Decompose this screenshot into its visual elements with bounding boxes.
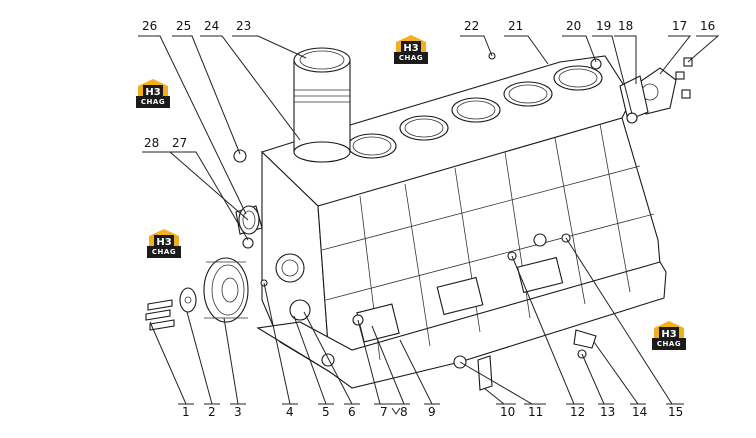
callout-14: 14	[632, 405, 647, 419]
logo-mark: H3	[403, 43, 418, 54]
brand-logo: H3 CHAG	[652, 320, 686, 350]
logo-text: CHAG	[652, 338, 686, 350]
logo-mark: H3	[661, 329, 676, 340]
cylinder-liner	[293, 47, 351, 163]
callout-18: 18	[618, 19, 633, 33]
brand-logo: H3 CHAG	[147, 228, 181, 258]
callout-25: 25	[176, 19, 191, 33]
callout-24: 24	[204, 19, 219, 33]
camshaft-bushings	[233, 149, 263, 249]
callout-19: 19	[596, 19, 611, 33]
logo-text: CHAG	[136, 96, 170, 108]
brand-logo: H3 CHAG	[394, 34, 428, 64]
callout-26: 26	[142, 19, 157, 33]
logo-mark: H3	[145, 87, 160, 98]
callout-11: 11	[528, 405, 543, 419]
callout-16: 16	[700, 19, 715, 33]
callout-2: 2	[208, 405, 216, 419]
callout-21: 21	[508, 19, 523, 33]
callout-28: 28	[144, 136, 159, 150]
callout-9: 9	[428, 405, 436, 419]
house-icon: H3	[654, 321, 684, 340]
bottom-hardware	[321, 329, 597, 391]
brand-logo: H3 CHAG	[136, 78, 170, 108]
callout-23: 23	[236, 19, 251, 33]
house-icon: H3	[138, 79, 168, 98]
callout-13: 13	[600, 405, 615, 419]
callout-3: 3	[234, 405, 242, 419]
leader-lines	[138, 35, 720, 415]
house-icon: H3	[149, 229, 179, 248]
callout-12: 12	[570, 405, 585, 419]
callout-1: 1	[182, 405, 190, 419]
callout-numbers: 1 2 3 4 5 6 7 8 9 10 11 12 13 14 15 16 1…	[142, 19, 715, 419]
callout-7: 7	[380, 405, 388, 419]
logo-text: CHAG	[394, 52, 428, 64]
callout-27: 27	[172, 136, 187, 150]
cylinder-block	[256, 55, 667, 389]
callout-4: 4	[286, 405, 294, 419]
callout-17: 17	[672, 19, 687, 33]
callout-10: 10	[500, 405, 515, 419]
callout-6: 6	[348, 405, 356, 419]
rear-cover	[619, 67, 677, 121]
logo-text: CHAG	[147, 246, 181, 258]
callout-15: 15	[668, 405, 683, 419]
callout-5: 5	[322, 405, 330, 419]
callout-22: 22	[464, 19, 479, 33]
logo-mark: H3	[156, 237, 171, 248]
idler-gear	[145, 257, 268, 331]
house-icon: H3	[396, 35, 426, 54]
callout-20: 20	[566, 19, 581, 33]
callout-8: 8	[400, 405, 408, 419]
